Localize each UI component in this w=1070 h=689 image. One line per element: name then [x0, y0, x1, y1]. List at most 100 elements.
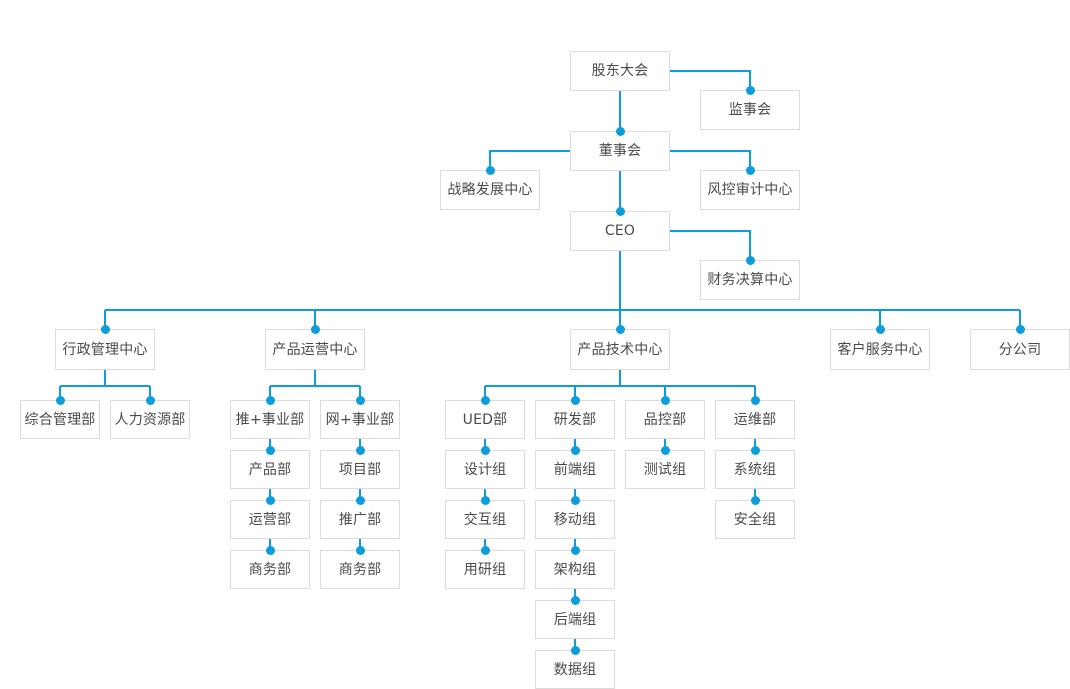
node-tui-business[interactable]: 推+事业部 [230, 400, 310, 439]
node-label: 商务部 [248, 561, 292, 578]
node-data-group[interactable]: 数据组 [535, 650, 615, 689]
node-strategy[interactable]: 战略发展中心 [440, 170, 540, 210]
node-interaction-group[interactable]: 交互组 [445, 500, 525, 539]
connector-dot-test-group [660, 445, 670, 455]
connector-dot-mobile-group [570, 495, 580, 505]
node-label: 财务决算中心 [707, 272, 793, 288]
node-label: 数据组 [553, 661, 597, 678]
node-customer-service-center[interactable]: 客户服务中心 [830, 329, 930, 370]
node-label: 前端组 [553, 461, 597, 478]
edge-shareholders-supervisory [670, 70, 751, 90]
node-board[interactable]: 董事会 [570, 131, 670, 171]
node-label: 客户服务中心 [837, 341, 923, 358]
node-product-tech-center[interactable]: 产品技术中心 [570, 329, 670, 370]
node-general-admin[interactable]: 综合管理部 [20, 400, 100, 439]
node-label: 用研组 [463, 561, 507, 578]
node-biz-dept-1[interactable]: 商务部 [230, 550, 310, 589]
connector-dot-architecture-group [570, 545, 580, 555]
node-system-group[interactable]: 系统组 [715, 450, 795, 489]
edge-board-strategy [489, 150, 570, 170]
connector-dot-biz-dept-2 [355, 545, 365, 555]
node-product-dept[interactable]: 产品部 [230, 450, 310, 489]
node-label: 设计组 [463, 461, 507, 478]
node-label: 安全组 [733, 511, 777, 528]
node-biz-dept-2[interactable]: 商务部 [320, 550, 400, 589]
connector-dot-promo-dept [355, 495, 365, 505]
connector-dot-rd-dept [570, 395, 580, 405]
node-label: 运维部 [733, 411, 777, 428]
node-label: 产品技术中心 [577, 341, 663, 358]
node-shareholders[interactable]: 股东大会 [570, 51, 670, 91]
connector-dot-system-group [750, 445, 760, 455]
node-label: CEO [604, 223, 636, 239]
node-wang-business[interactable]: 网+事业部 [320, 400, 400, 439]
node-label: 分公司 [998, 341, 1042, 358]
node-hr[interactable]: 人力资源部 [110, 400, 190, 439]
node-research-group[interactable]: 用研组 [445, 550, 525, 589]
connector-dot-admin-center [100, 324, 110, 334]
node-label: 网+事业部 [325, 411, 395, 428]
node-label: 移动组 [553, 511, 597, 528]
connector-dot-biz-dept-1 [265, 545, 275, 555]
node-ops-maint-dept[interactable]: 运维部 [715, 400, 795, 439]
node-supervisory[interactable]: 监事会 [700, 90, 800, 130]
connector-dot-ops-dept [265, 495, 275, 505]
node-label: 产品部 [248, 461, 292, 478]
connector-dot-general-admin [55, 395, 65, 405]
node-label: 研发部 [553, 411, 597, 428]
connector-dot-customer-service-center [875, 324, 885, 334]
connector-dot-design-group [480, 445, 490, 455]
connector-dot-ceo [615, 206, 625, 216]
node-admin-center[interactable]: 行政管理中心 [55, 329, 155, 370]
node-label: 推广部 [338, 511, 382, 528]
node-label: 运营部 [248, 511, 292, 528]
connector-dot-risk-audit [745, 165, 755, 175]
node-ceo[interactable]: CEO [570, 211, 670, 251]
node-security-group[interactable]: 安全组 [715, 500, 795, 539]
connector-dot-qa-dept [660, 395, 670, 405]
node-product-ops-center[interactable]: 产品运营中心 [265, 329, 365, 370]
connector-dot-strategy [485, 165, 495, 175]
node-label: 项目部 [338, 461, 382, 478]
node-backend-group[interactable]: 后端组 [535, 600, 615, 639]
node-label: 风控审计中心 [707, 182, 793, 198]
connector-dot-product-tech-center [615, 324, 625, 334]
connector-dot-frontend-group [570, 445, 580, 455]
node-ops-dept[interactable]: 运营部 [230, 500, 310, 539]
connector-dot-data-group [570, 645, 580, 655]
node-finance[interactable]: 财务决算中心 [700, 260, 800, 300]
connector-dot-branch-company [1015, 324, 1025, 334]
node-label: 商务部 [338, 561, 382, 578]
node-label: 测试组 [643, 461, 687, 478]
node-rd-dept[interactable]: 研发部 [535, 400, 615, 439]
node-project-dept[interactable]: 项目部 [320, 450, 400, 489]
node-label: 架构组 [553, 561, 597, 578]
connector-dot-research-group [480, 545, 490, 555]
node-label: 股东大会 [591, 63, 649, 79]
node-label: 行政管理中心 [62, 341, 148, 358]
connector-dot-interaction-group [480, 495, 490, 505]
node-promo-dept[interactable]: 推广部 [320, 500, 400, 539]
node-architecture-group[interactable]: 架构组 [535, 550, 615, 589]
connector-dot-ued-dept [480, 395, 490, 405]
node-label: 系统组 [733, 461, 777, 478]
node-label: 推+事业部 [235, 411, 305, 428]
node-test-group[interactable]: 测试组 [625, 450, 705, 489]
connector-dot-wang-business [355, 395, 365, 405]
node-ued-dept[interactable]: UED部 [445, 400, 525, 439]
node-design-group[interactable]: 设计组 [445, 450, 525, 489]
node-branch-company[interactable]: 分公司 [970, 329, 1070, 370]
node-frontend-group[interactable]: 前端组 [535, 450, 615, 489]
node-mobile-group[interactable]: 移动组 [535, 500, 615, 539]
connector-dot-tui-business [265, 395, 275, 405]
node-label: 后端组 [553, 611, 597, 628]
connector-dot-board [615, 126, 625, 136]
node-qa-dept[interactable]: 品控部 [625, 400, 705, 439]
node-label: 人力资源部 [114, 411, 186, 428]
connector-dot-hr [145, 395, 155, 405]
node-label: 综合管理部 [24, 411, 96, 428]
connector-dot-ops-maint-dept [750, 395, 760, 405]
node-risk-audit[interactable]: 风控审计中心 [700, 170, 800, 210]
node-label: 交互组 [463, 511, 507, 528]
